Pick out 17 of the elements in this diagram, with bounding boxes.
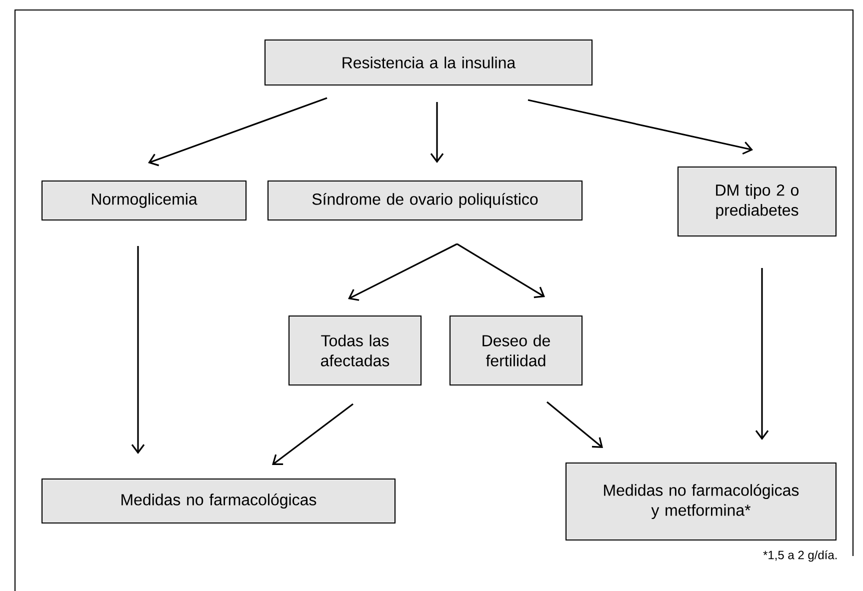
- process-box: Deseo de fertilidad: [449, 315, 583, 386]
- arrow: [755, 268, 769, 440]
- arrow: [430, 102, 444, 163]
- arrow: [131, 246, 145, 454]
- process-box: Resistencia a la insulina: [264, 39, 593, 86]
- process-box: Síndrome de ovario poliquístico: [267, 180, 583, 221]
- process-box: Medidas no farmacológicas: [41, 478, 396, 524]
- process-box: Medidas no farmacológicas y metformina*: [565, 462, 837, 541]
- arrow: [348, 243, 458, 301]
- arrow: [528, 99, 753, 155]
- arrow: [456, 243, 545, 298]
- process-box: Todas las afectadas: [288, 315, 422, 386]
- arrow: [148, 97, 328, 166]
- process-box: Normoglicemia: [41, 180, 247, 221]
- arrow: [546, 401, 603, 448]
- process-box: DM tipo 2 o prediabetes: [677, 166, 837, 237]
- arrow: [272, 403, 354, 465]
